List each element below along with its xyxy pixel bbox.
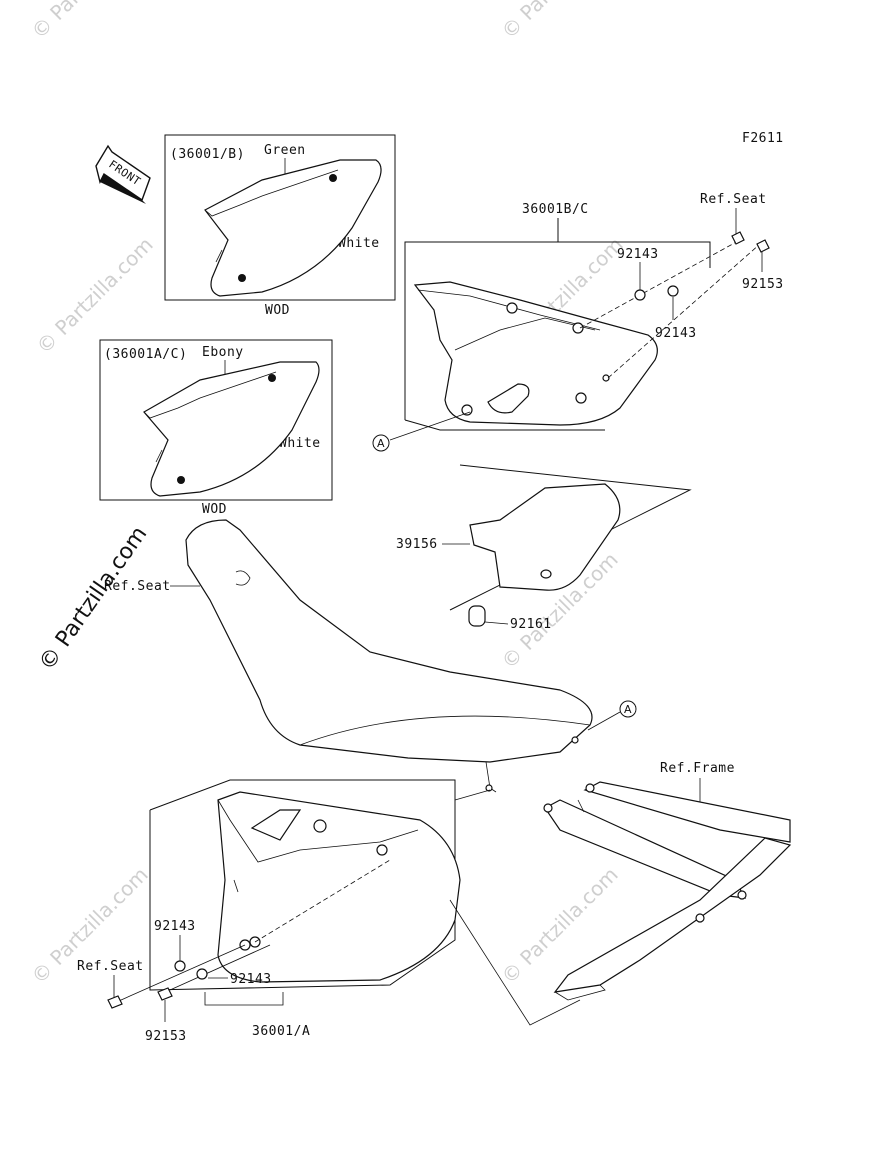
collar-icon — [174, 960, 186, 972]
variant-ac-color-body: White — [279, 436, 321, 451]
label-ref-frame: Ref.Frame — [660, 761, 735, 776]
watermark-main: © Partzilla.com — [34, 522, 152, 675]
label-ref-seat-bottom: Ref.Seat — [77, 959, 144, 974]
pad-group: 39156 — [396, 464, 692, 611]
bolt-icon — [107, 995, 123, 1009]
label-damper: 92161 — [510, 617, 552, 632]
callout-a-upper: A — [372, 411, 471, 452]
label-collar-4: 92143 — [230, 972, 272, 987]
damper-icon — [468, 605, 486, 627]
callout-letter: A — [624, 703, 632, 716]
frame-group: Ref.Frame — [543, 761, 792, 1001]
variant-b-color-top: Green — [264, 143, 306, 158]
bolt-icon — [731, 231, 745, 245]
label-ref-seat-mid: Ref.Seat — [104, 579, 171, 594]
variant-ac-panel: (36001A/C) Ebony White WOD — [99, 339, 333, 517]
label-collar-1: 92143 — [617, 247, 659, 262]
label-collar-3: 92143 — [154, 919, 196, 934]
collar-icon — [667, 285, 679, 297]
variant-ac-decal: WOD — [202, 502, 227, 517]
label-pad: 39156 — [396, 537, 438, 552]
side-cover-a-group: 36001/A — [111, 779, 581, 1039]
front-arrow-icon: FRONT — [95, 144, 151, 204]
seat-group: Ref.Seat — [104, 519, 593, 793]
collar-icon — [196, 968, 208, 980]
label-bolt-top: 92153 — [742, 277, 784, 292]
variant-b-panel: (36001/B) Green White WOD — [164, 134, 396, 318]
watermark: © Partzilla.com — [27, 0, 153, 44]
variant-b-code: (36001/B) — [170, 147, 245, 162]
watermark: © Partzilla.com — [497, 0, 623, 44]
callout-letter: A — [377, 437, 385, 450]
variant-ac-color-top: Ebony — [202, 345, 244, 360]
figure-code: F2611 — [742, 131, 784, 146]
label-ref-seat-top: Ref.Seat — [700, 192, 767, 207]
label-bolt-bottom: 92153 — [145, 1029, 187, 1044]
variant-b-color-body: White — [338, 236, 380, 251]
callout-a-lower: A — [587, 700, 637, 731]
variant-ac-code: (36001A/C) — [104, 347, 187, 362]
side-cover-bc-group: 36001B/C — [404, 202, 761, 431]
bolt-icon — [157, 987, 173, 1001]
label-cover-bc: 36001B/C — [522, 202, 589, 217]
label-cover-a: 36001/A — [252, 1024, 310, 1039]
bolt-icon — [756, 239, 770, 253]
label-collar-2: 92143 — [655, 326, 697, 341]
variant-b-decal: WOD — [265, 303, 290, 318]
collar-icon — [634, 289, 646, 301]
